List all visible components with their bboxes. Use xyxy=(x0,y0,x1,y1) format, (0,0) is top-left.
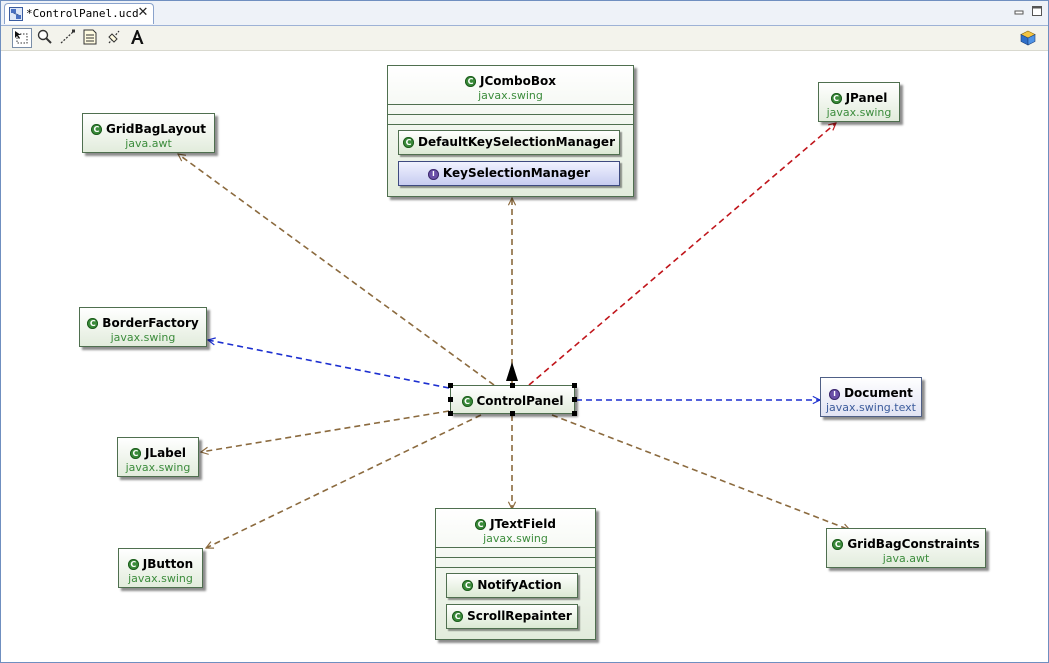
inner-class-icon: C xyxy=(452,611,464,622)
selection-handle[interactable] xyxy=(572,397,577,402)
select-tool-button[interactable] xyxy=(12,28,32,48)
close-icon[interactable]: ✕ xyxy=(137,5,149,20)
class-icon: C xyxy=(127,559,139,570)
selection-handle[interactable] xyxy=(448,397,453,402)
selection-handle[interactable] xyxy=(572,411,577,416)
note-attach-tool-button[interactable] xyxy=(105,28,125,48)
text-tool-button[interactable] xyxy=(128,28,148,48)
selection-handle[interactable] xyxy=(448,411,453,416)
method-compartment xyxy=(388,114,633,115)
uml-diagram-icon xyxy=(9,7,23,21)
dependency-edge-borderfactory xyxy=(208,340,450,389)
zoom-tool-button[interactable] xyxy=(36,28,56,48)
interface-icon: I xyxy=(829,389,841,400)
inner-compartment xyxy=(436,567,595,568)
class-icon: C xyxy=(475,519,487,530)
diagram-toolbar xyxy=(1,26,1048,51)
editor-tab-bar: *ControlPanel.ucd ✕ xyxy=(1,1,1048,26)
implements-edge-jpanel xyxy=(528,123,836,386)
selection-handle[interactable] xyxy=(510,383,515,388)
palette-cube-icon[interactable] xyxy=(1020,30,1036,46)
class-icon: C xyxy=(830,93,842,104)
relationship-edges xyxy=(1,51,1048,549)
tab-title: *ControlPanel.ucd xyxy=(26,7,139,20)
tab-controlpanel-ucd[interactable]: *ControlPanel.ucd ✕ xyxy=(4,3,154,24)
class-icon: C xyxy=(90,124,102,135)
inner-class-icon: C xyxy=(403,137,415,148)
minimize-icon[interactable] xyxy=(1012,4,1026,18)
maximize-icon[interactable] xyxy=(1030,4,1044,18)
class-icon: C xyxy=(129,448,141,459)
use-edge-jbutton xyxy=(206,414,482,549)
note-tool-button[interactable] xyxy=(81,28,101,48)
attribute-compartment xyxy=(436,547,595,548)
interface-icon: I xyxy=(427,169,439,180)
selection-handle[interactable] xyxy=(448,383,453,388)
use-edge-jlabel xyxy=(201,410,450,452)
class-icon: C xyxy=(832,539,844,550)
selection-handle[interactable] xyxy=(572,383,577,388)
connection-icon xyxy=(60,29,75,44)
class-icon: C xyxy=(465,76,476,87)
selection-handle[interactable] xyxy=(510,411,515,416)
selection-anchor-triangle xyxy=(506,362,518,381)
zoom-icon xyxy=(37,29,52,44)
attribute-compartment xyxy=(388,104,633,105)
connection-tool-button[interactable] xyxy=(59,28,79,48)
use-edge-gridbaglayout xyxy=(178,154,495,386)
note-icon xyxy=(83,29,97,45)
select-icon xyxy=(15,31,28,44)
note-attach-icon xyxy=(108,30,120,44)
use-edge-gridbagconstraints xyxy=(551,414,850,530)
inner-class-icon: C xyxy=(462,580,474,591)
method-compartment xyxy=(436,557,595,558)
class-icon: C xyxy=(87,318,99,329)
text-icon xyxy=(131,30,144,44)
abstract-class-icon: C xyxy=(461,396,473,407)
inner-compartment xyxy=(388,124,633,125)
